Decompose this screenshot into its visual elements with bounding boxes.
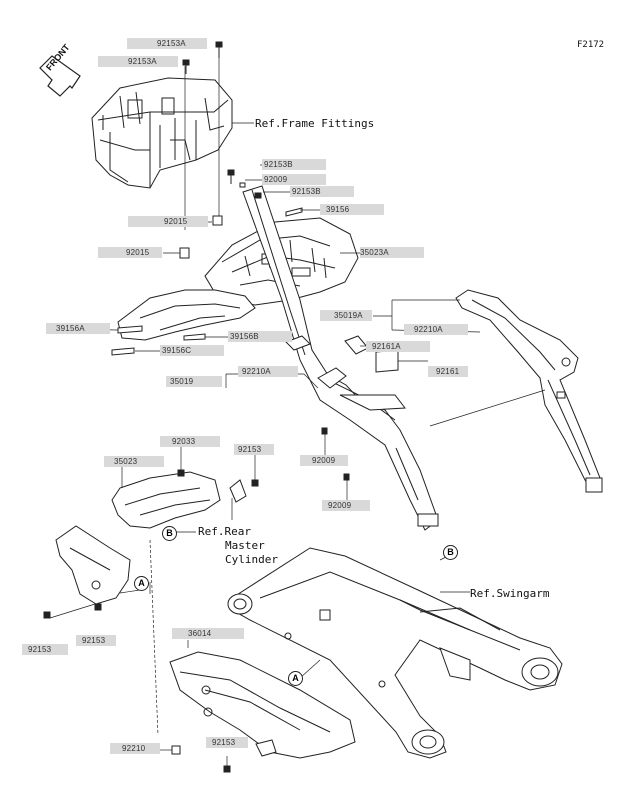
callout-a-swingarm: A <box>288 671 303 686</box>
swingarm <box>227 547 563 759</box>
battery-case <box>91 77 233 189</box>
part-label-92161: 92161 <box>428 366 468 377</box>
part-label-92009-1: 92009 <box>262 174 326 185</box>
ref-swingarm: Ref.Swingarm <box>470 587 550 600</box>
part-label-36014: 36014 <box>172 628 244 639</box>
part-label-35019A: 35019A <box>320 310 372 321</box>
part-label-92153B-2: 92153B <box>290 186 354 197</box>
part-label-92153-4: 92153 <box>206 737 248 748</box>
part-label-92153-1: 92153 <box>234 444 274 455</box>
heel-guard <box>55 525 131 605</box>
chain-cover-36014 <box>169 651 356 759</box>
part-label-92161A: 92161A <box>366 341 430 352</box>
part-label-35023A: 35023A <box>360 247 424 258</box>
part-label-92153A-1: 92153A <box>127 38 207 49</box>
part-label-35019: 35019 <box>166 376 222 387</box>
part-label-92153A-2: 92153A <box>98 56 178 67</box>
part-label-92009-3: 92009 <box>322 500 370 511</box>
callout-a-left: A <box>134 576 149 591</box>
diagram-code: F2172 <box>577 40 605 50</box>
part-label-92210A-1: 92210A <box>404 324 468 335</box>
bolt-92153A-2 <box>182 59 190 74</box>
ref-rear-master-line3: Cylinder <box>225 553 278 566</box>
part-label-39156C: 39156C <box>160 345 224 356</box>
callout-b-upper: B <box>162 526 177 541</box>
part-label-92210: 92210 <box>110 743 160 754</box>
ref-frame-fittings: Ref.Frame Fittings <box>255 117 375 130</box>
part-label-39156: 39156 <box>320 204 384 215</box>
part-label-39156B: 39156B <box>228 331 292 342</box>
part-label-39156A: 39156A <box>46 323 110 334</box>
part-label-92015-2: 92015 <box>98 247 162 258</box>
fender-bracket-35019 <box>242 185 439 531</box>
right-bracket-35019A <box>455 289 603 493</box>
part-label-92153B-1: 92153B <box>262 159 326 170</box>
part-label-92153-2: 92153 <box>22 644 68 655</box>
ref-rear-master-line2: Master <box>225 539 265 552</box>
part-label-92153-3: 92153 <box>76 635 116 646</box>
mudguard-35023 <box>111 471 221 529</box>
part-label-92015-1: 92015 <box>128 216 208 227</box>
side-cover <box>117 289 256 341</box>
part-label-35023: 35023 <box>104 456 164 467</box>
front-arrow <box>39 55 81 97</box>
part-label-92210A-2: 92210A <box>238 366 298 377</box>
ref-rear-master-line1: Ref.Rear <box>198 525 251 538</box>
part-label-92033: 92033 <box>160 436 220 447</box>
part-label-92009-2: 92009 <box>300 455 348 466</box>
callout-b-right: B <box>443 545 458 560</box>
